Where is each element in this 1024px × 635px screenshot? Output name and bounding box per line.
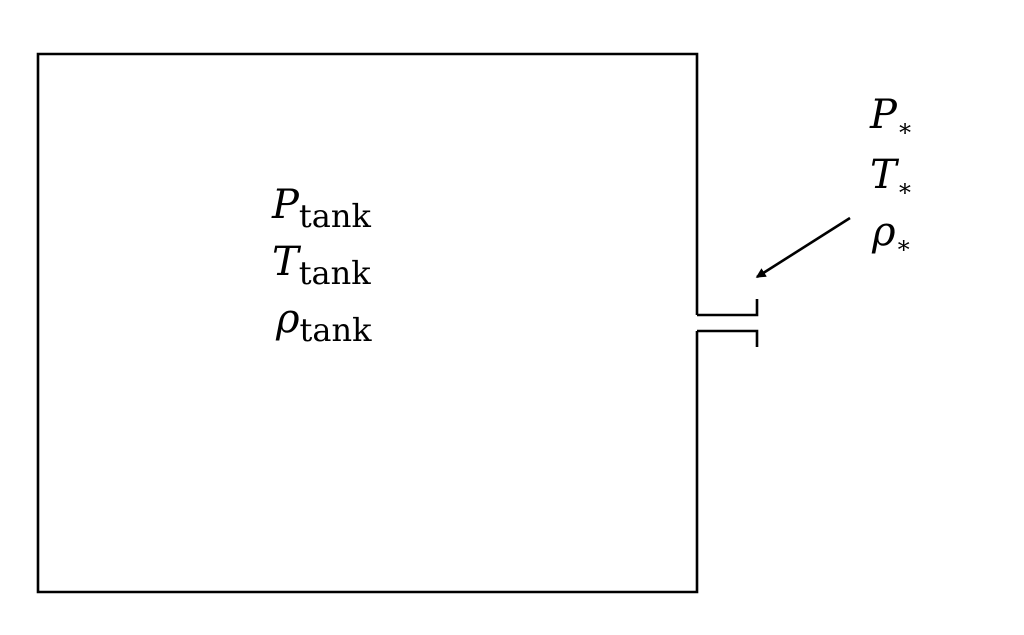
nozzle-lower-wall xyxy=(697,329,759,347)
throat-pressure-label: P∗ xyxy=(869,92,913,142)
tank-outline xyxy=(36,52,699,594)
throat-density-label: ρ∗ xyxy=(871,209,912,259)
nozzle-upper-wall xyxy=(697,299,759,317)
throat-temperature-label: T∗ xyxy=(870,152,913,202)
tank-temperature-label: Ttank xyxy=(272,239,371,292)
tank-state-labels: Ptank Ttank ρtank xyxy=(271,182,372,349)
throat-state-labels: P∗ T∗ ρ∗ xyxy=(869,92,913,259)
tank-pressure-label: Ptank xyxy=(271,182,371,235)
tank-density-label: ρtank xyxy=(275,296,372,349)
throat-pointer-arrow xyxy=(755,216,851,279)
